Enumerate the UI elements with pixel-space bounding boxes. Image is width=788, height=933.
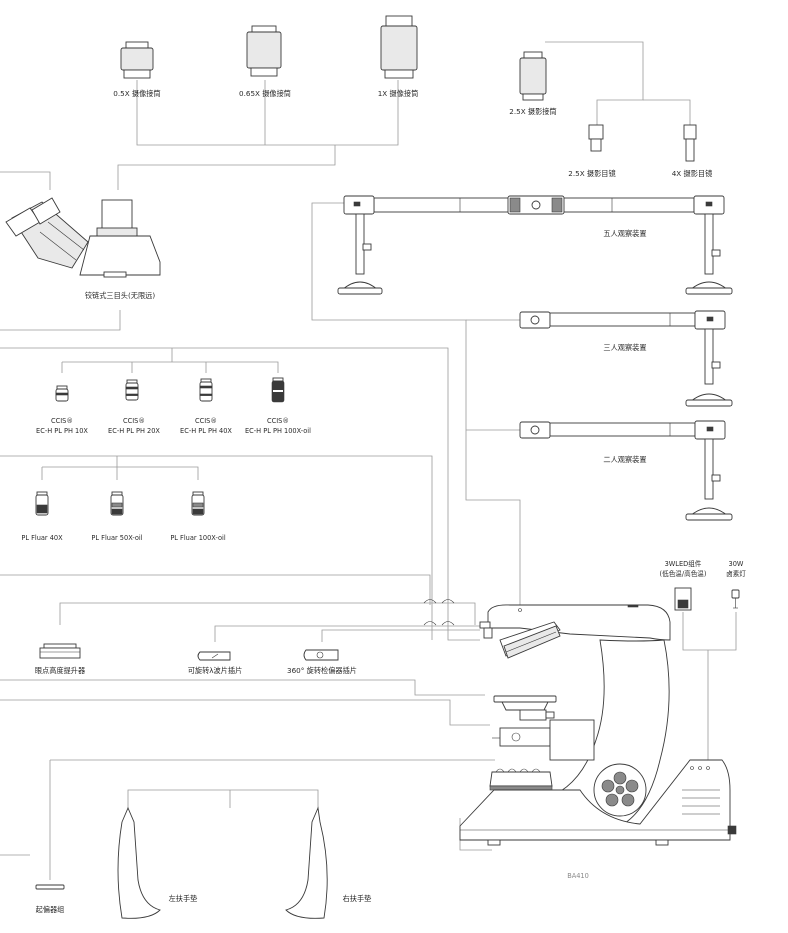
trinocular-head <box>5 197 161 278</box>
label-three-person: 三人观察装置 <box>603 343 646 352</box>
label-ccis-ph100: CCIS® <box>267 417 289 425</box>
label-five-person: 五人观察装置 <box>603 229 646 238</box>
objective-ph100 <box>271 377 285 403</box>
label-adapter-065x: 0.65X 摄像接筒 <box>239 89 291 98</box>
label-model: BA410 <box>567 872 589 880</box>
label-fluar50: PL Fluar 50X-oil <box>91 534 142 542</box>
label-ccis-ph20: CCIS® <box>123 417 145 425</box>
photo-eyepiece-4x <box>683 124 697 162</box>
camera-adapter-065x <box>246 25 282 77</box>
label-trinocular-head: 铰链式三目头(无限远) <box>85 291 155 300</box>
two-person-observation-device <box>519 420 733 521</box>
label-eyepoint-riser: 眼点高度提升器 <box>35 666 85 675</box>
label-adapter-05x: 0.5X 摄像接筒 <box>113 89 160 98</box>
label-analyzer-slider: 360° 旋转检偏器插片 <box>287 666 357 675</box>
objective-ph20 <box>125 379 139 401</box>
label-two-person: 二人观察装置 <box>603 455 646 464</box>
label-lambda-slider: 可旋转λ波片插片 <box>188 666 243 675</box>
photo-adapter-25x <box>519 51 547 101</box>
connector-lines <box>0 41 737 880</box>
camera-adapter-05x <box>120 41 154 79</box>
label-adapter-25x: 2.5X 摄影接筒 <box>509 107 556 116</box>
objective-fluar100 <box>191 491 205 516</box>
label-fluar40: PL Fluar 40X <box>21 534 63 542</box>
label-led-line2: (低色温/高色温) <box>660 569 707 578</box>
three-person-observation-device <box>519 310 733 407</box>
label-obj-ph100: EC-H PL PH 100X-oil <box>245 427 311 435</box>
halogen-lamp <box>731 589 740 609</box>
label-fluar100: PL Fluar 100X-oil <box>170 534 226 542</box>
label-adapter-1x: 1X 摄像接筒 <box>378 89 419 98</box>
label-obj-ph10: EC-H PL PH 10X <box>36 427 88 435</box>
label-obj-ph20: EC-H PL PH 20X <box>108 427 160 435</box>
label-led-line1: 3WLED组件 <box>665 559 702 568</box>
label-left-handrest: 左扶手垫 <box>169 894 198 903</box>
objective-ph10 <box>55 385 69 402</box>
five-person-observation-device <box>337 195 733 295</box>
photo-eyepiece-25x <box>588 124 604 152</box>
label-ccis-ph10: CCIS® <box>51 417 73 425</box>
eyepoint-riser <box>39 643 81 659</box>
objective-fluar40 <box>35 491 49 516</box>
microscope-stand <box>423 599 737 846</box>
label-halogen-line2: 卤素灯 <box>726 569 746 578</box>
objective-fluar50 <box>110 491 124 516</box>
lambda-slider <box>197 651 231 661</box>
label-eyepiece-4x: 4X 摄影目镜 <box>672 169 713 178</box>
label-ccis-ph40: CCIS® <box>195 417 217 425</box>
objective-ph40 <box>199 378 213 402</box>
camera-adapter-1x <box>380 15 418 79</box>
led-module <box>674 587 692 611</box>
label-right-handrest: 右扶手垫 <box>343 894 372 903</box>
label-halogen-line1: 30W <box>729 560 744 568</box>
label-polarizer-set: 起偏器组 <box>36 905 65 914</box>
label-obj-ph40: EC-H PL PH 40X <box>180 427 232 435</box>
analyzer-slider <box>303 649 339 661</box>
label-eyepiece-25x: 2.5X 摄影目镜 <box>568 169 615 178</box>
polarizer-set <box>35 884 65 890</box>
left-handrest <box>117 806 161 919</box>
right-handrest <box>285 806 328 919</box>
